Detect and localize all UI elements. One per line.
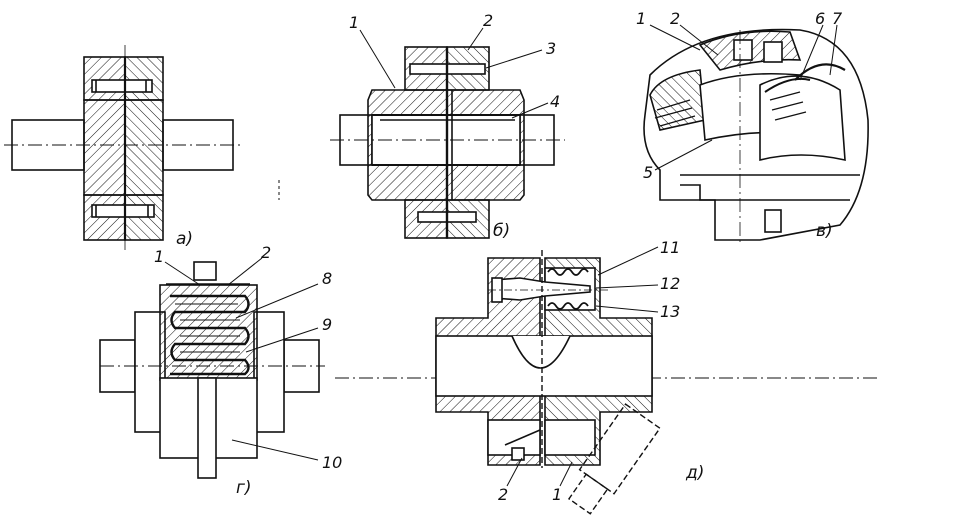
v-callout-5: 5 (643, 163, 653, 182)
panel-b-caption: б) (493, 221, 510, 241)
d-callout-2: 2 (498, 485, 508, 504)
panel-b-coupling (330, 27, 565, 239)
g-housing (159, 284, 258, 381)
left-hub-section (83, 99, 126, 196)
panel-v-gear-coupling (643, 24, 869, 245)
g-callout-8: 8 (322, 269, 332, 288)
b-callout-2: 2 (483, 11, 493, 30)
g-plug (193, 261, 217, 281)
v-bolt-head-2 (763, 41, 783, 63)
v-callout-7: 7 (832, 9, 843, 28)
v-callout-1: 1 (636, 9, 646, 28)
panel-a-caption: а) (176, 229, 193, 249)
v-bolt-head-1 (733, 39, 753, 61)
b-callout-4: 4 (550, 92, 560, 111)
panel-g-spring-coupling (99, 257, 325, 479)
v-callout-2: 2 (670, 9, 680, 28)
bolt-top (91, 79, 153, 93)
v-hub-right (759, 75, 846, 162)
panel-v-caption: в) (816, 221, 833, 241)
v-callout-6: 6 (815, 9, 825, 28)
d-callout-12: 12 (660, 274, 680, 293)
panel-d-pin-coupling (335, 246, 880, 515)
v-bolt-head-3 (764, 209, 782, 233)
d-callout-13: 13 (660, 302, 680, 321)
right-flange-top (124, 56, 164, 101)
bolt-bottom (91, 204, 155, 218)
left-flange-top (83, 56, 126, 101)
g-callout-2: 2 (261, 243, 271, 262)
d-callout-1: 1 (552, 485, 562, 504)
d-callout-11: 11 (660, 238, 680, 257)
b-callout-3: 3 (546, 39, 556, 58)
right-hub-section (124, 99, 164, 196)
panel-d-caption: д) (685, 463, 704, 483)
g-serpentine-spring (170, 294, 250, 376)
g-callout-9: 9 (322, 315, 332, 334)
panel-a-flange-coupling (4, 45, 244, 250)
g-callout-10: 10 (322, 453, 342, 472)
panel-g-caption: г) (236, 478, 252, 498)
b-callout-1: 1 (349, 13, 359, 32)
g-callout-1: 1 (154, 247, 164, 266)
